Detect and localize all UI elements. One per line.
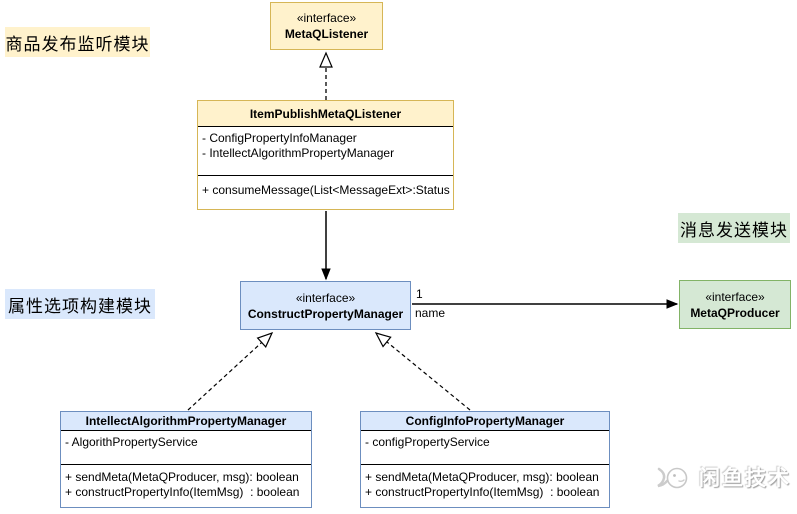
class-title: ConfigInfoPropertyManager (361, 412, 609, 431)
module-label-publish-listener: 商品发布监听模块 (5, 27, 150, 57)
watermark-text: 闲鱼技术 (699, 467, 791, 490)
method: + sendMeta(MetaQProducer, msg): boolean (65, 470, 299, 484)
realization-intellect-to-construct (187, 331, 274, 411)
class-methods: + consumeMessage(List<MessageExt>:Status (198, 176, 453, 209)
class-title: IntellectAlgorithmPropertyManager (61, 412, 311, 431)
class-title: ItemPublishMetaQListener (198, 101, 453, 127)
edge-role-label: name (414, 306, 447, 320)
attribute: - IntellectAlgorithmPropertyManager (202, 146, 395, 160)
edge-multiplicity-label: 1 (415, 287, 424, 301)
watermark: 闲鱼技术 (655, 462, 791, 492)
class-attributes: - ConfigPropertyInfoManager - IntellectA… (198, 127, 453, 176)
method: + consumeMessage(List<MessageExt>:Status (202, 183, 450, 197)
interface-metaq-producer: «interface» MetaQProducer (679, 280, 791, 329)
attribute: - AlgorithPropertyService (65, 434, 198, 449)
class-methods: + sendMeta(MetaQProducer, msg): boolean … (361, 465, 609, 507)
module-label-property-construct: 属性选项构建模块 (5, 289, 155, 319)
interface-name: MetaQListener (284, 27, 369, 41)
class-intellect-algorithm-property-manager: IntellectAlgorithmPropertyManager - Algo… (60, 411, 312, 508)
class-config-info-property-manager: ConfigInfoPropertyManager - configProper… (360, 411, 610, 508)
interface-construct-property-manager: «interface» ConstructPropertyManager (240, 281, 411, 330)
method: + constructPropertyInfo(ItemMsg) : boole… (365, 485, 600, 499)
interface-stereotype: «interface» (296, 11, 357, 25)
interface-stereotype: «interface» (705, 289, 765, 304)
interface-stereotype: «interface» (295, 290, 356, 305)
method: + constructPropertyInfo(ItemMsg) : boole… (65, 485, 300, 499)
class-methods: + sendMeta(MetaQProducer, msg): boolean … (61, 465, 311, 507)
method: + sendMeta(MetaQProducer, msg): boolean (365, 470, 599, 484)
class-item-publish-metaq-listener: ItemPublishMetaQListener - ConfigPropert… (197, 100, 454, 210)
realization-config-to-construct (374, 332, 471, 411)
interface-metaq-listener: «interface» MetaQListener (270, 2, 383, 50)
module-label-message-send: 消息发送模块 (678, 213, 790, 243)
xianyu-fish-logo-icon (657, 467, 688, 489)
class-attributes: - configPropertyService (361, 431, 609, 465)
class-attributes: - AlgorithPropertyService (61, 431, 311, 465)
attribute: - configPropertyService (365, 434, 490, 449)
attribute: - ConfigPropertyInfoManager (202, 131, 357, 145)
interface-name: MetaQProducer (690, 305, 780, 320)
interface-name: ConstructPropertyManager (247, 306, 404, 321)
